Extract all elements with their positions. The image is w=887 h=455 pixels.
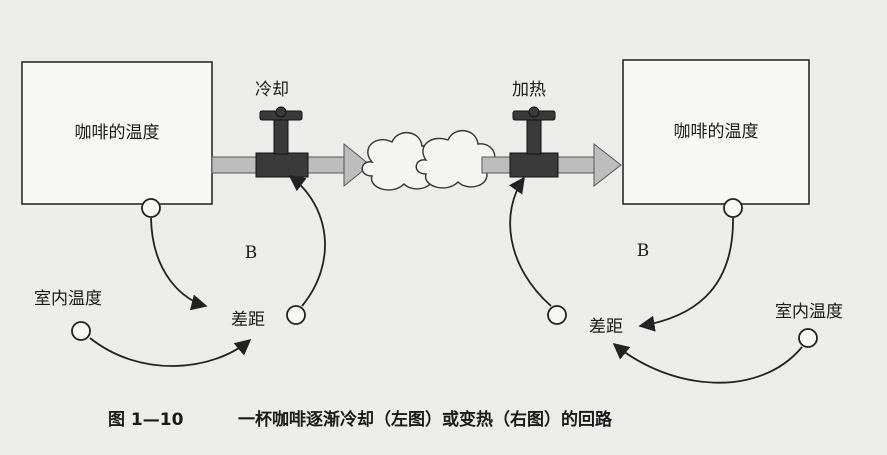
right-valve-label: 加热 [512,80,546,100]
left-loop-label: B [245,243,258,263]
right-valve-icon [509,106,559,178]
left-link-gap-to-valve [288,175,326,307]
left-gap-port [286,305,306,325]
right-env-label: 室内温度 [775,302,843,322]
left-valve-label: 冷却 [255,80,289,100]
figure-number: 图 1—10 [108,410,184,430]
left-stock-box [21,61,213,205]
left-cooling-system: 咖啡的温度 冷却 B 差距 室内温度 [21,61,371,367]
right-gap-port [547,305,567,325]
right-link-stock-to-gap [638,217,734,332]
left-stock-label: 咖啡的温度 [75,123,160,143]
left-gap-label: 差距 [231,310,265,330]
right-heating-system: 咖啡的温度 加热 B 差距 室内温度 [481,59,843,384]
left-link-env-to-gap [89,337,252,367]
right-link-gap-to-valve [508,176,552,307]
right-env-port [798,328,818,348]
figure-caption: 一杯咖啡逐渐冷却（左图）或变热（右图）的回路 [238,409,613,430]
right-stock-label: 咖啡的温度 [674,122,759,142]
left-stock-port [141,198,161,218]
left-env-port [71,321,91,341]
left-env-label: 室内温度 [34,289,102,309]
right-link-env-to-gap [612,342,803,384]
right-loop-label: B [637,241,650,261]
left-link-stock-to-gap [150,217,208,311]
left-valve-icon [255,106,309,178]
right-stock-box [622,59,810,205]
right-stock-port [723,198,743,218]
right-gap-label: 差距 [589,317,623,337]
